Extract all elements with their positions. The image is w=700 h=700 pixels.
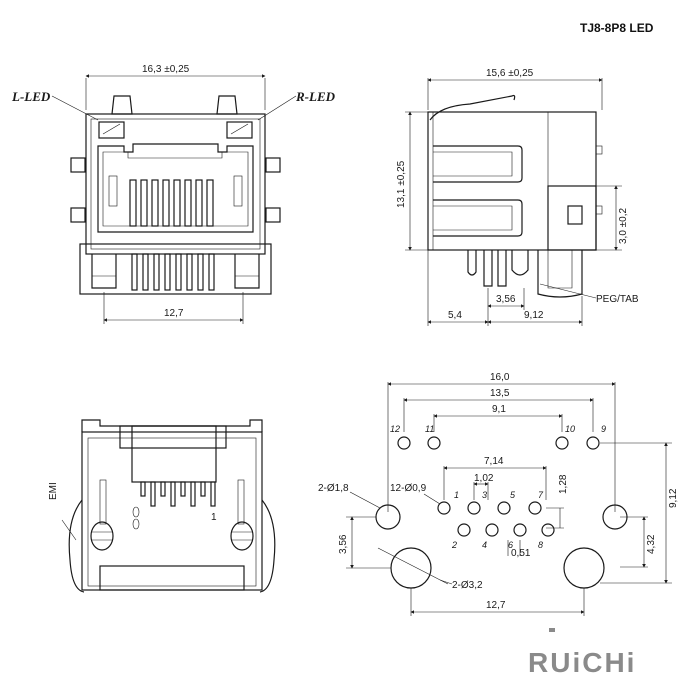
right-led-label: R-LED: [295, 89, 336, 104]
fp-pin-pitch: 1,02: [474, 473, 494, 484]
pin-6: 6: [508, 540, 513, 550]
front-view: 16,3 ±0,25 L-LED R-LED: [11, 64, 336, 324]
pin-1: 1: [454, 490, 459, 500]
pin-7: 7: [538, 490, 544, 500]
peg-height-dim: 3,0 ±0,2: [618, 207, 629, 244]
pin-8: 8: [538, 540, 543, 550]
pin-4: 4: [482, 540, 487, 550]
fp-peg-spacing: 12,7: [486, 600, 506, 611]
fp-pin-span: 7,14: [484, 456, 504, 467]
pin-hole-label: 12-Ø0,9: [390, 483, 427, 494]
contact-fingers: [129, 179, 214, 227]
brand-logo: RUiCHi: [528, 628, 636, 678]
back-pins: [140, 481, 216, 507]
fp-height-total: 9,12: [668, 488, 679, 508]
side-height-dim: 13,1 ±0,25: [396, 160, 407, 208]
peg-tab-label: PEG/TAB: [596, 294, 639, 305]
back-view: 1 EMI: [48, 419, 276, 593]
brand-wordmark: RUiCHi: [528, 647, 636, 678]
side-left-dim: 5,4: [448, 310, 462, 321]
emi-label: EMI: [48, 482, 59, 500]
pcb-footprint: 16,0 13,5 9,1 12 11 10 9 9,12 4,32 7: [318, 372, 679, 616]
led-pin-12: 12: [390, 424, 400, 434]
bottom-pins: [131, 253, 215, 291]
fp-led-inner: 9,1: [492, 404, 506, 415]
front-bottom-dim: 12,7: [164, 308, 184, 319]
peg-hole-label: 2-Ø3,2: [452, 580, 483, 591]
led-pin-11: 11: [425, 424, 434, 434]
product-title: TJ8-8P8 LED: [580, 21, 654, 35]
pin-2: 2: [451, 540, 457, 550]
fp-row-offset: 1,28: [558, 474, 569, 494]
led-pin-10: 10: [565, 424, 575, 434]
side-right-dim: 9,12: [524, 310, 544, 321]
side-pitch-dim: 3,56: [496, 294, 516, 305]
left-led-label: L-LED: [11, 89, 51, 104]
fp-peg-offset: 3,56: [338, 534, 349, 554]
pin-3: 3: [482, 490, 487, 500]
fp-pin-spacing: 0,51: [511, 548, 531, 559]
side-depth-dim: 15,6 ±0,25: [486, 68, 534, 79]
fp-overall-width: 16,0: [490, 372, 510, 383]
fp-led-outer: 13,5: [490, 388, 510, 399]
pin-5: 5: [510, 490, 516, 500]
back-pin1-label: 1: [211, 512, 217, 523]
small-hole-label: 2-Ø1,8: [318, 483, 349, 494]
side-view: 15,6 ±0,25 13,1 ±0,25 3,0 ±0,2: [396, 68, 639, 326]
fp-height-peg: 4,32: [646, 534, 657, 554]
led-pin-9: 9: [601, 424, 606, 434]
front-width-dim: 16,3 ±0,25: [142, 64, 190, 75]
